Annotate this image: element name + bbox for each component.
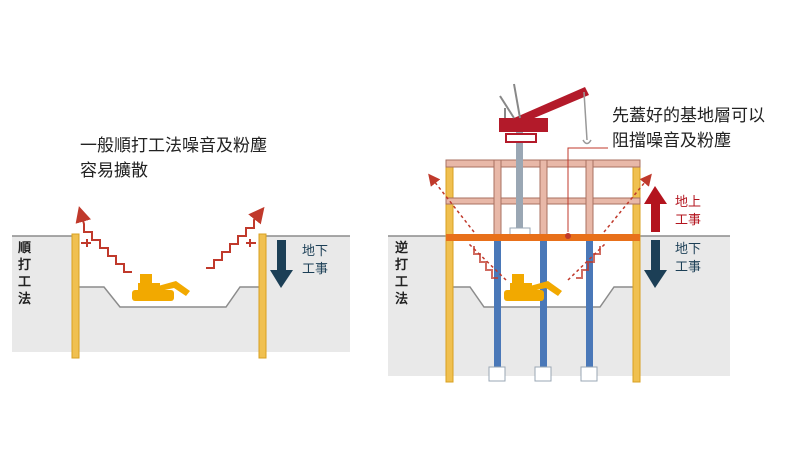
superstructure-frame <box>445 159 641 239</box>
left-caption-line2: 容易擴散 <box>80 161 148 181</box>
left-method-char-2: 打 <box>18 257 31 273</box>
right-method-char-3: 工 <box>395 275 408 290</box>
right-above-label-line2: 工事 <box>675 213 701 228</box>
left-noise-arrow-1 <box>75 206 132 273</box>
right-caption-line2: 阻擋噪音及粉塵 <box>612 131 731 151</box>
left-method-char-1: 順 <box>18 241 32 256</box>
crane <box>499 83 592 145</box>
left-below-label-line1: 地下 <box>302 244 328 259</box>
left-below-label-line2: 工事 <box>302 262 328 277</box>
right-caption-line1: 先蓋好的基地層可以 <box>612 106 765 126</box>
right-blocked-path-left-inside <box>467 242 507 281</box>
left-pile-left <box>71 233 80 359</box>
left-pile-bracket-right <box>246 239 256 247</box>
right-method-label: 逆 打 工 法 <box>395 240 408 307</box>
callout-dot <box>565 233 571 239</box>
right-down-arrow <box>644 240 667 288</box>
left-pit-outline <box>12 235 350 308</box>
callout-leader <box>567 147 608 232</box>
right-columns <box>488 240 598 382</box>
left-down-arrow <box>270 240 293 288</box>
left-excavator <box>132 274 190 301</box>
right-excavator <box>504 274 562 301</box>
left-method-char-3: 工 <box>18 275 31 290</box>
left-method-label: 順 打 工 法 <box>18 241 32 307</box>
right-below-label-line2: 工事 <box>675 260 701 275</box>
left-excavation-pit <box>77 236 262 307</box>
right-noise-arrow-1 <box>473 246 498 279</box>
left-pile-bracket-left <box>81 239 91 247</box>
right-noise-arrow-2 <box>576 246 601 279</box>
right-below-label-line1: 地下 <box>675 242 701 257</box>
right-up-arrow <box>644 186 667 232</box>
right-blocked-path-right-inside <box>567 242 607 281</box>
left-caption: 一般順打工法噪音及粉塵 容易擴散 <box>80 134 267 184</box>
right-pile-left <box>445 159 454 383</box>
right-blocked-path-right-outside <box>603 173 652 233</box>
right-method-char-2: 打 <box>395 257 408 273</box>
left-noise-arrow-2 <box>206 206 265 269</box>
left-panel <box>12 206 350 359</box>
right-method-char-1: 逆 <box>395 240 408 256</box>
left-caption-line1: 一般順打工法噪音及粉塵 <box>80 136 267 156</box>
ground-floor-slab <box>446 234 640 241</box>
right-method-char-4: 法 <box>395 291 408 307</box>
right-above-label-line1: 地上 <box>675 195 701 210</box>
left-method-char-4: 法 <box>18 291 31 307</box>
right-panel <box>388 83 730 383</box>
right-caption: 先蓋好的基地層可以 阻擋噪音及粉塵 <box>612 104 765 154</box>
crane-mast <box>516 120 523 236</box>
left-pile-right <box>258 233 267 359</box>
